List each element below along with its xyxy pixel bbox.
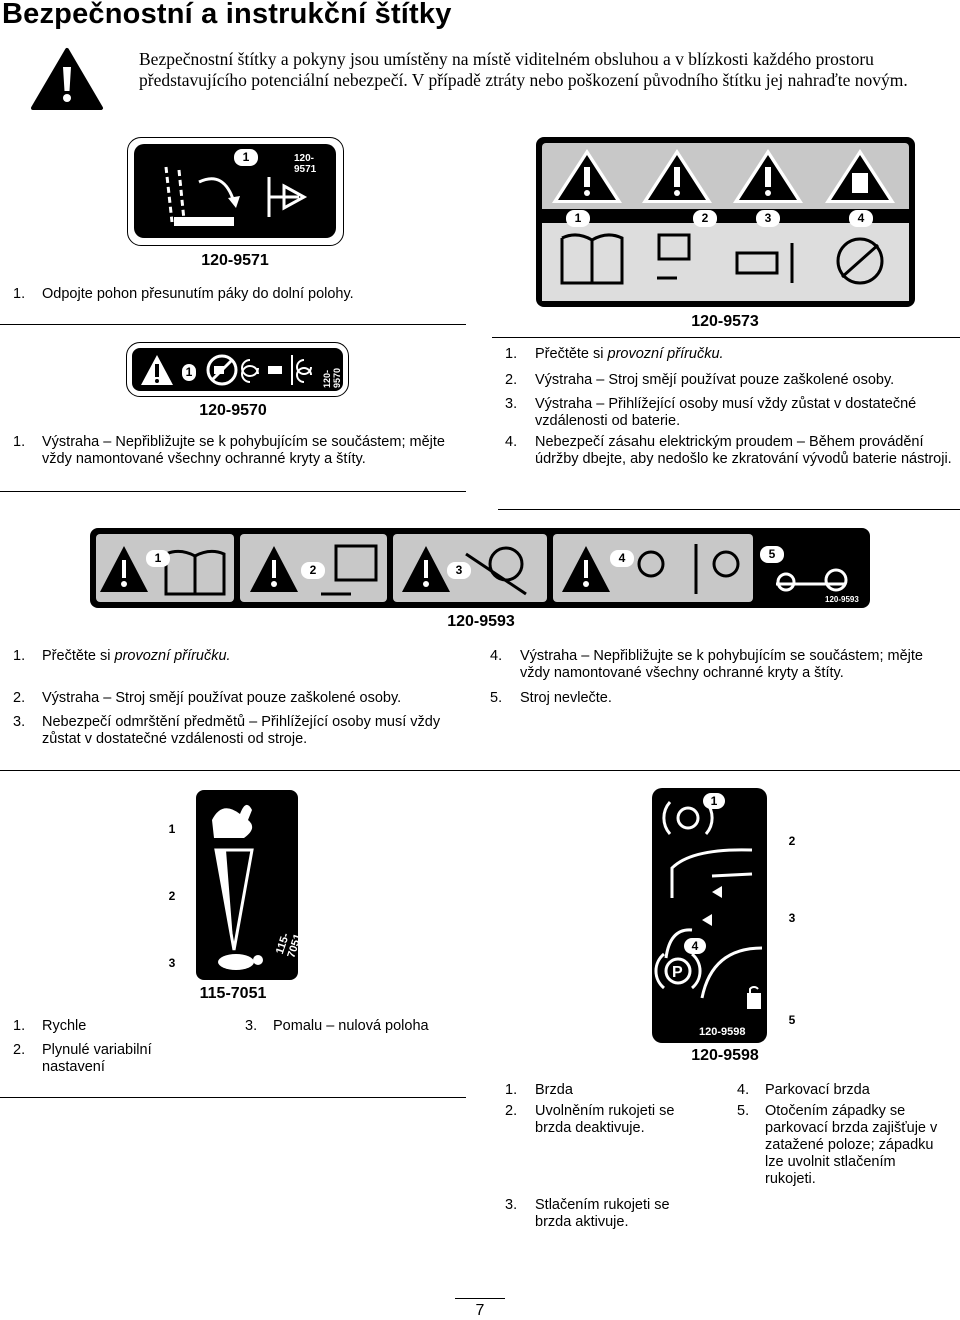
decal-caption: 120-9598 [691,1047,759,1064]
decal-code: 120-9570 [322,367,342,388]
decal-caption: 115-7051 [199,985,267,1002]
throttle-pictograms [212,804,263,970]
callout-badge: 1 [566,210,590,227]
decal-code: 120-9593 [825,595,859,604]
page-number: 7 [475,1302,485,1319]
callout-badge: 1 [146,550,170,567]
divider [0,324,466,325]
divider [498,509,960,510]
callout-badge: 4 [684,938,706,954]
decal-115-7051: 115-7051 [196,790,304,980]
decal-120-9598: P 120-9598 [652,788,767,1043]
callout-badge: 1 [182,364,196,381]
divider [0,1097,466,1098]
callout-badge: 4 [849,210,873,227]
moving-parts-warning-icon [141,354,312,386]
safety-pictograms [100,544,848,596]
decal-120-9571: 1 120-9571 [127,137,344,246]
decal-caption: 120-9571 [201,252,269,269]
decal-code: 120-9571 [294,153,317,175]
svg-text:P: P [672,964,683,981]
callout-badge: 2 [788,834,796,848]
page-title: Bezpečnostní a instrukční štítky [2,0,452,30]
callout-badge: 1 [703,793,725,809]
decal-caption: 120-9570 [199,402,267,419]
intro-paragraph: Bezpečnostní štítky a pokyny jsou umístě… [139,49,908,90]
callout-badge: 5 [760,546,784,563]
divider [0,491,466,492]
callout-badge: 3 [788,911,796,925]
callout-badge: 3 [447,562,471,579]
callout-badge: 1 [168,822,176,836]
divider [0,770,960,771]
callout-badge: 3 [756,210,780,227]
lever-disengage-icon [164,166,308,226]
callout-badge: 4 [610,550,634,567]
warning-triangle-icon [31,48,103,110]
decal-caption: 120-9573 [691,313,759,330]
callout-badge: 5 [788,1013,796,1027]
brake-pictograms: P [654,801,763,1009]
decal-caption: 120-9593 [447,613,515,630]
decal-120-9593: 1 2 3 4 5 120-9593 [90,528,870,608]
callout-badge: 3 [168,956,176,970]
footer-rule [455,1298,505,1299]
callout-badge: 2 [168,889,176,903]
decal-code: 120-9598 [699,1026,746,1038]
divider [492,337,960,338]
callout-badge: 2 [693,210,717,227]
decal-120-9573: 1 2 3 4 [536,137,915,307]
decal-120-9570: 1 120-9570 [126,342,349,397]
safety-pictograms [542,149,909,285]
callout-badge: 2 [301,562,325,579]
callout-badge: 1 [234,149,258,166]
